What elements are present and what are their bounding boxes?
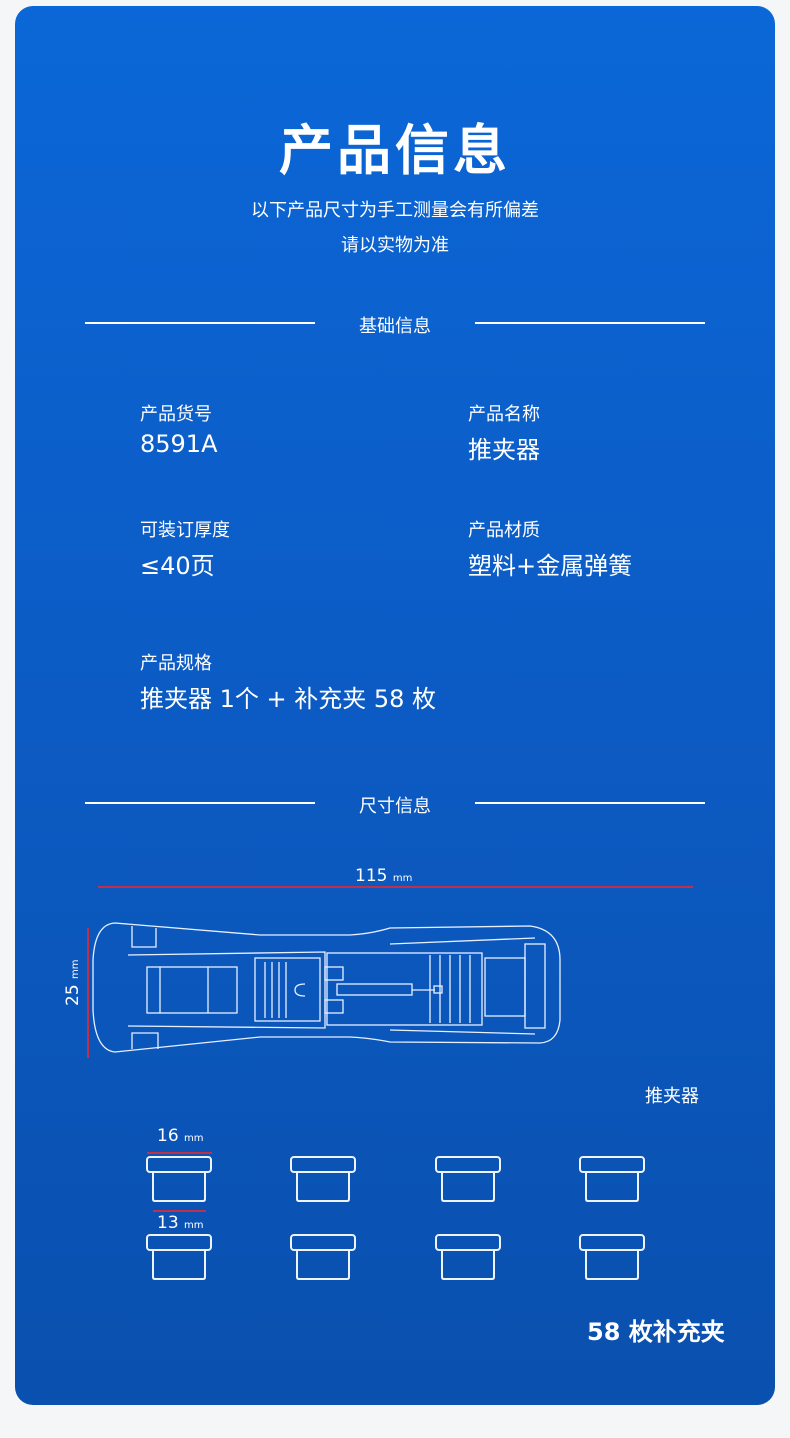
field-label-spec: 产品规格 <box>140 653 212 674</box>
clip-icon <box>146 1156 212 1202</box>
clip-icon <box>290 1156 356 1202</box>
clip-icon <box>579 1234 645 1280</box>
field-label-sku: 产品货号 <box>140 404 212 425</box>
clip-outer-value: 16 <box>157 1126 179 1146</box>
clip-inner-dimension-line <box>153 1210 206 1212</box>
field-value-spec: 推夹器 1个 + 补充夹 58 枚 <box>140 685 437 713</box>
section-basic-heading: 基础信息 <box>359 316 431 337</box>
field-value-thickness: ≤40页 <box>140 552 215 580</box>
clip-inner-value: 13 <box>157 1213 179 1233</box>
length-dimension-line <box>98 886 693 888</box>
clip-outer-label: 16 mm <box>157 1126 204 1146</box>
field-value-name: 推夹器 <box>468 436 540 464</box>
section-size-heading: 尺寸信息 <box>359 796 431 817</box>
height-dimension-line <box>87 928 89 1058</box>
length-label: 115 mm <box>355 866 412 886</box>
clip-icon <box>579 1156 645 1202</box>
clip-icon <box>290 1234 356 1280</box>
page-title: 产品信息 <box>279 119 511 182</box>
field-label-name: 产品名称 <box>468 404 540 425</box>
field-value-material: 塑料+金属弹簧 <box>468 552 633 580</box>
divider-right <box>475 322 705 324</box>
divider-right-2 <box>475 802 705 804</box>
product-info-card: 产品信息 以下产品尺寸为手工测量会有所偏差 请以实物为准 基础信息 产品货号 8… <box>15 6 775 1405</box>
length-value: 115 <box>355 866 388 886</box>
clip-inner-label: 13 mm <box>157 1213 204 1233</box>
clip-outer-dimension-line <box>147 1152 212 1154</box>
clip-inner-unit: mm <box>184 1220 204 1231</box>
field-label-material: 产品材质 <box>468 520 540 541</box>
subtitle-line-1: 以下产品尺寸为手工测量会有所偏差 <box>251 200 539 221</box>
clip-icon <box>435 1156 501 1202</box>
divider-left <box>85 322 315 324</box>
field-label-thickness: 可装订厚度 <box>140 520 230 541</box>
divider-left-2 <box>85 802 315 804</box>
stapler-drawing <box>92 922 561 1053</box>
clips-drawing <box>146 1156 645 1280</box>
length-unit: mm <box>392 873 413 884</box>
field-value-sku: 8591A <box>140 430 218 458</box>
subtitle-line-2: 请以实物为准 <box>341 235 449 256</box>
clip-icon <box>146 1234 212 1280</box>
stapler-caption: 推夹器 <box>645 1086 699 1107</box>
clip-icon <box>435 1234 501 1280</box>
clips-caption: 58 枚补充夹 <box>587 1318 725 1346</box>
clip-outer-unit: mm <box>184 1133 204 1144</box>
